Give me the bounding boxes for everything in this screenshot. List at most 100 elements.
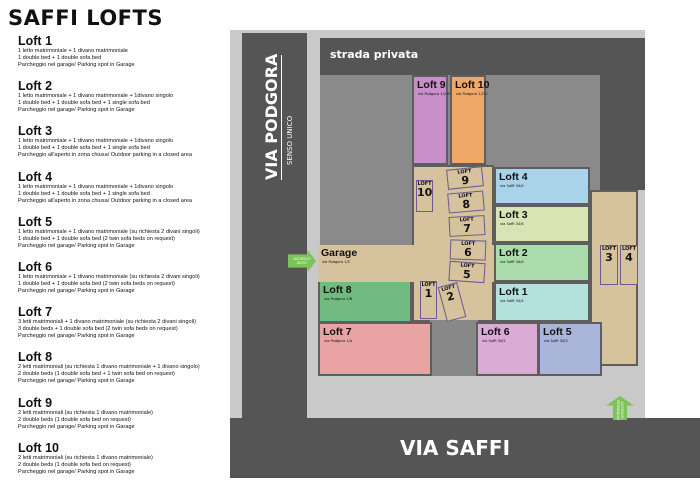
spot-number: 10: [417, 186, 433, 199]
loft-detail: 1 letto matrimoniale + 1 divano matrimon…: [18, 48, 128, 54]
loft-detail: Parcheggio nel garage/ Parking spot in G…: [18, 333, 135, 340]
loft-detail: 3 letti matrimoniali + 1 divano matrimon…: [18, 319, 196, 326]
room-address: via Saffi 34/4: [500, 299, 524, 303]
loft-name: Loft 8: [18, 350, 53, 365]
loft-detail: 2 letti matrimoniali (su richiesta 1 div…: [18, 409, 153, 416]
loft-detail: 3 double beds + 1 double sofa bed (2 twi…: [18, 326, 178, 333]
room-address: via Podgora 1/C: [322, 260, 351, 264]
room-name: Loft 2: [499, 247, 528, 259]
loft-name: Loft 1: [18, 34, 53, 48]
via-podgora-road: [242, 33, 307, 418]
car-access-arrow: ACCESSO AUTO: [288, 250, 316, 272]
loft-detail: Parcheggio nel garage/ Parking spot in G…: [18, 468, 135, 475]
room-name: Loft 10: [455, 79, 490, 91]
loft-detail: 2 double beds (1 double sofa bed + 1 twi…: [18, 371, 175, 378]
spot-number: 7: [462, 221, 472, 236]
loft-detail: Parcheggio all'aperto in zona chiusa/ Ou…: [18, 152, 192, 159]
strada-privata-label: strada privata: [330, 48, 419, 61]
loft-name: Loft 5: [18, 214, 53, 229]
loft-name: Loft 3: [18, 124, 53, 139]
loft-detail: 1 letto matrimoniale + 1 divano matrimon…: [18, 273, 200, 280]
spot-number: 9: [460, 173, 470, 188]
room-address: via Saffi 34/3: [544, 339, 568, 343]
spot-number: 6: [463, 245, 472, 260]
loft-name: Loft 10: [18, 440, 59, 455]
page-title: SAFFI LOFTS: [8, 6, 163, 30]
room-name: Loft 8: [323, 284, 352, 296]
loft-detail: 1 double bed + 1 double sofa bed: [18, 55, 102, 61]
loft-detail: 1 letto matrimoniale + 1 divano matrimon…: [18, 138, 174, 145]
loft-detail: Parcheggio nel garage/ Parking spot in G…: [18, 378, 135, 385]
room-name: Loft 7: [323, 326, 352, 338]
loft-detail: 1 letto matrimoniale + 1 divano matrimon…: [18, 93, 174, 100]
loft-detail: 2 double beds (1 double sofa bed on requ…: [18, 416, 131, 423]
room-address: via Podgora 1/B: [324, 297, 353, 301]
loft-name: Loft 2: [18, 79, 53, 94]
room-name: Loft 9: [417, 79, 446, 91]
senso-unico-label: SENSO UNICO: [286, 115, 294, 165]
room-name: Garage: [321, 247, 358, 259]
spot-number: 8: [461, 197, 471, 212]
spot-number: 4: [625, 251, 633, 264]
loft-name: Loft 7: [18, 305, 53, 320]
via-saffi-label: VIA SAFFI: [400, 436, 511, 460]
loft-detail: 2 letti matrimoniali (su richiesta 1 div…: [18, 454, 153, 461]
spot-label: LOFT: [621, 246, 637, 252]
room-address: via Saffi 34/2: [482, 339, 506, 343]
via-saffi-road: [230, 418, 700, 478]
loft-detail: Parcheggio nel garage/ Parking spot in G…: [18, 107, 135, 114]
loft-detail: 1 double bed + 1 double sofa bed (2 twin…: [18, 280, 175, 287]
strada-privata-road: [320, 38, 645, 75]
room-address: via Podgora 1/A: [324, 339, 353, 343]
spot-label: LOFT: [421, 282, 436, 288]
room-address: via Podgora 1/2 B: [418, 92, 450, 96]
room-name: Loft 4: [499, 171, 528, 183]
spot-number: 3: [605, 251, 613, 264]
room-name: Loft 3: [499, 209, 528, 221]
spot-number: 5: [462, 267, 472, 282]
room-name: Loft 5: [543, 326, 572, 338]
loft-name: Loft 6: [18, 259, 53, 274]
loft-name: Loft 4: [18, 169, 53, 184]
room-address: via Podgora 1/2 C: [456, 92, 488, 96]
room-name: Loft 6: [481, 326, 510, 338]
loft-detail: 2 double beds (1 double sofa bed on requ…: [18, 461, 131, 468]
room-address: via Saffi 34/4: [500, 184, 524, 188]
car-access-label: ACCESSO AUTO: [293, 257, 311, 265]
loft-detail: 1 letto matrimoniale + 1 divano matrimon…: [18, 183, 174, 190]
spot-label: LOFT: [417, 181, 432, 187]
loft-detail: 2 letti matrimoniali (su richiesta 1 div…: [18, 364, 200, 371]
loft-detail: 1 letto matrimoniale + 1 divano matrimon…: [18, 228, 200, 235]
loft-detail: Parcheggio all'aperto in zona chiusa/ Ou…: [18, 197, 192, 204]
loft-detail: Parcheggio nel garage/ Parking spot in G…: [18, 423, 135, 430]
loft-detail: Parcheggio nel garage/ Parking spot in G…: [18, 62, 135, 68]
wall: [600, 75, 645, 190]
